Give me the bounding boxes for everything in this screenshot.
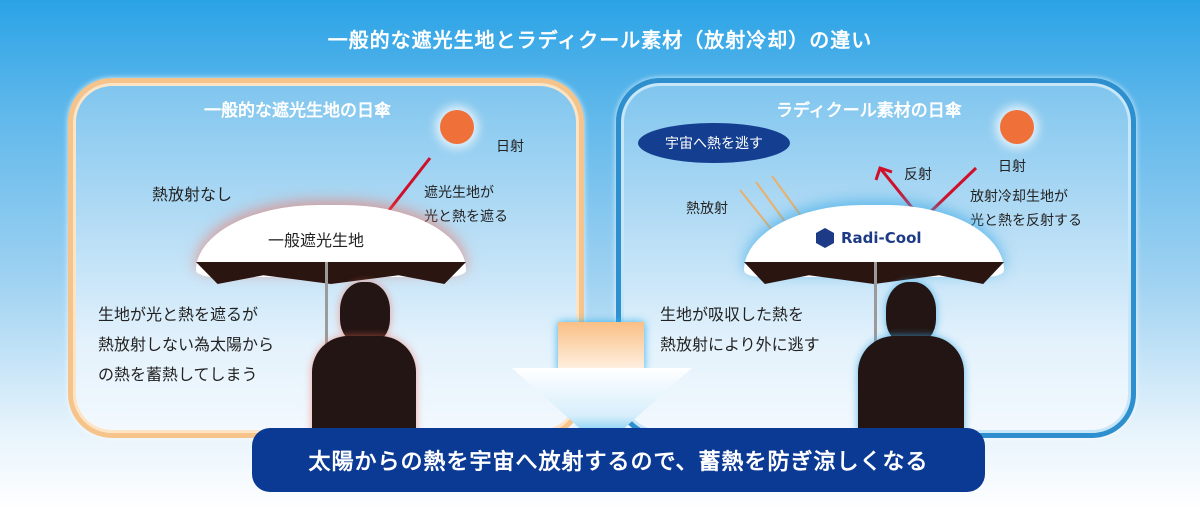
main-title: 一般的な遮光生地とラディクール素材（放射冷却）の違い bbox=[327, 28, 873, 52]
no-radiation-label: 熱放射なし bbox=[152, 185, 233, 204]
reflects-label-2: 光と熱を反射する bbox=[970, 213, 1082, 229]
person-silhouette-head bbox=[340, 282, 390, 344]
radicool-logo: Radi-Cool bbox=[815, 228, 922, 248]
reflect-label: 反射 bbox=[904, 167, 932, 183]
escape-to-space-bubble: 宇宙へ熱を逃す bbox=[638, 123, 790, 163]
thermal-radiation-label: 熱放射 bbox=[686, 201, 728, 217]
blocks-label-2: 光と熱を遮る bbox=[424, 209, 508, 225]
panel-title-radicool: ラディクール素材の日傘 bbox=[776, 101, 962, 121]
blocks-label-1: 遮光生地が bbox=[424, 185, 494, 201]
radicool-logo-text: Radi-Cool bbox=[841, 229, 922, 247]
solar-label: 日射 bbox=[998, 159, 1026, 175]
umbrella-pole bbox=[325, 262, 328, 357]
down-arrow-stem bbox=[558, 322, 644, 372]
umbrella-pole bbox=[874, 262, 877, 357]
standard-desc-2: 熱放射しない為太陽から bbox=[98, 335, 275, 354]
radicool-hexagon-icon bbox=[816, 228, 834, 248]
radicool-desc-1: 生地が吸収した熱を bbox=[660, 305, 805, 324]
solar-label: 日射 bbox=[496, 139, 524, 155]
reflects-label-1: 放射冷却生地が bbox=[970, 189, 1068, 205]
standard-desc-1: 生地が光と熱を遮るが bbox=[98, 305, 259, 324]
person-silhouette-body bbox=[858, 336, 964, 436]
sun-icon bbox=[990, 100, 1044, 154]
person-silhouette-body bbox=[312, 336, 416, 436]
radicool-desc-2: 熱放射により外に逃す bbox=[660, 335, 820, 354]
person-silhouette-head bbox=[886, 282, 936, 344]
panel-title-standard: 一般的な遮光生地の日傘 bbox=[204, 101, 391, 121]
sun-icon bbox=[430, 100, 484, 154]
conclusion-banner: 太陽からの熱を宇宙へ放射するので、蓄熱を防ぎ涼しくなる bbox=[252, 428, 985, 492]
standard-fabric-label: 一般遮光生地 bbox=[268, 231, 365, 250]
standard-desc-3: の熱を蓄熱してしまう bbox=[98, 365, 258, 384]
